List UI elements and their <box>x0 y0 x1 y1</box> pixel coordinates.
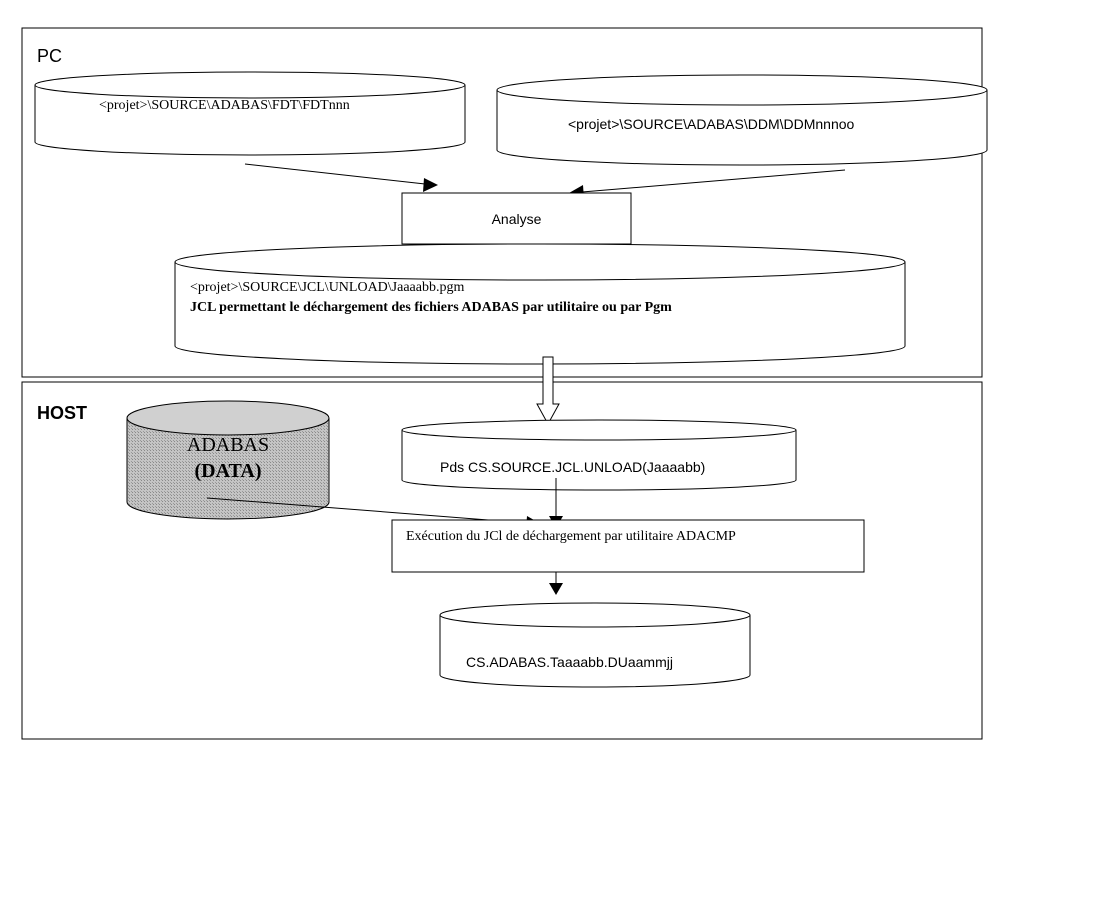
pc-zone-title: PC <box>37 46 63 66</box>
jcl-store-cylinder <box>174 243 906 365</box>
analyse-label: Analyse <box>491 211 542 227</box>
fdt-store-cylinder <box>34 71 466 156</box>
analyse-box <box>401 192 632 245</box>
adabas-data-db <box>126 400 330 520</box>
ddm-store-cylinder <box>496 74 988 166</box>
jcl-store-description: JCL permettant le déchargement des fichi… <box>190 300 672 315</box>
host-zone-title: HOST <box>37 403 88 423</box>
fdt-to-analyse-arrow <box>244 163 438 192</box>
pds-store-cylinder <box>401 419 797 491</box>
output-store-cylinder <box>439 602 751 688</box>
exec-to-output-arrow <box>549 572 563 595</box>
transfer-arrow <box>536 356 560 426</box>
ddm-store-path: <projet>\SOURCE\ADABAS\DDM\DDMnnnoo <box>568 116 855 132</box>
fdt-store-path: <projet>\SOURCE\ADABAS\FDT\FDTnnn <box>99 98 350 113</box>
pc-zone <box>21 27 983 378</box>
jcl-store-path: <projet>\SOURCE\JCL\UNLOAD\Jaaaabb.pgm <box>190 280 465 295</box>
host-zone <box>21 381 983 740</box>
exec-box <box>391 519 865 573</box>
exec-box-label: Exécution du JCl de déchargement par uti… <box>406 529 736 544</box>
adabas-db-name: ADABAS <box>186 434 270 456</box>
adabas-db-data: (DATA) <box>194 460 262 482</box>
pds-store-label: Pds CS.SOURCE.JCL.UNLOAD(Jaaaabb) <box>440 459 706 475</box>
output-store-label: CS.ADABAS.Taaaabb.DUaammjj <box>466 654 673 670</box>
